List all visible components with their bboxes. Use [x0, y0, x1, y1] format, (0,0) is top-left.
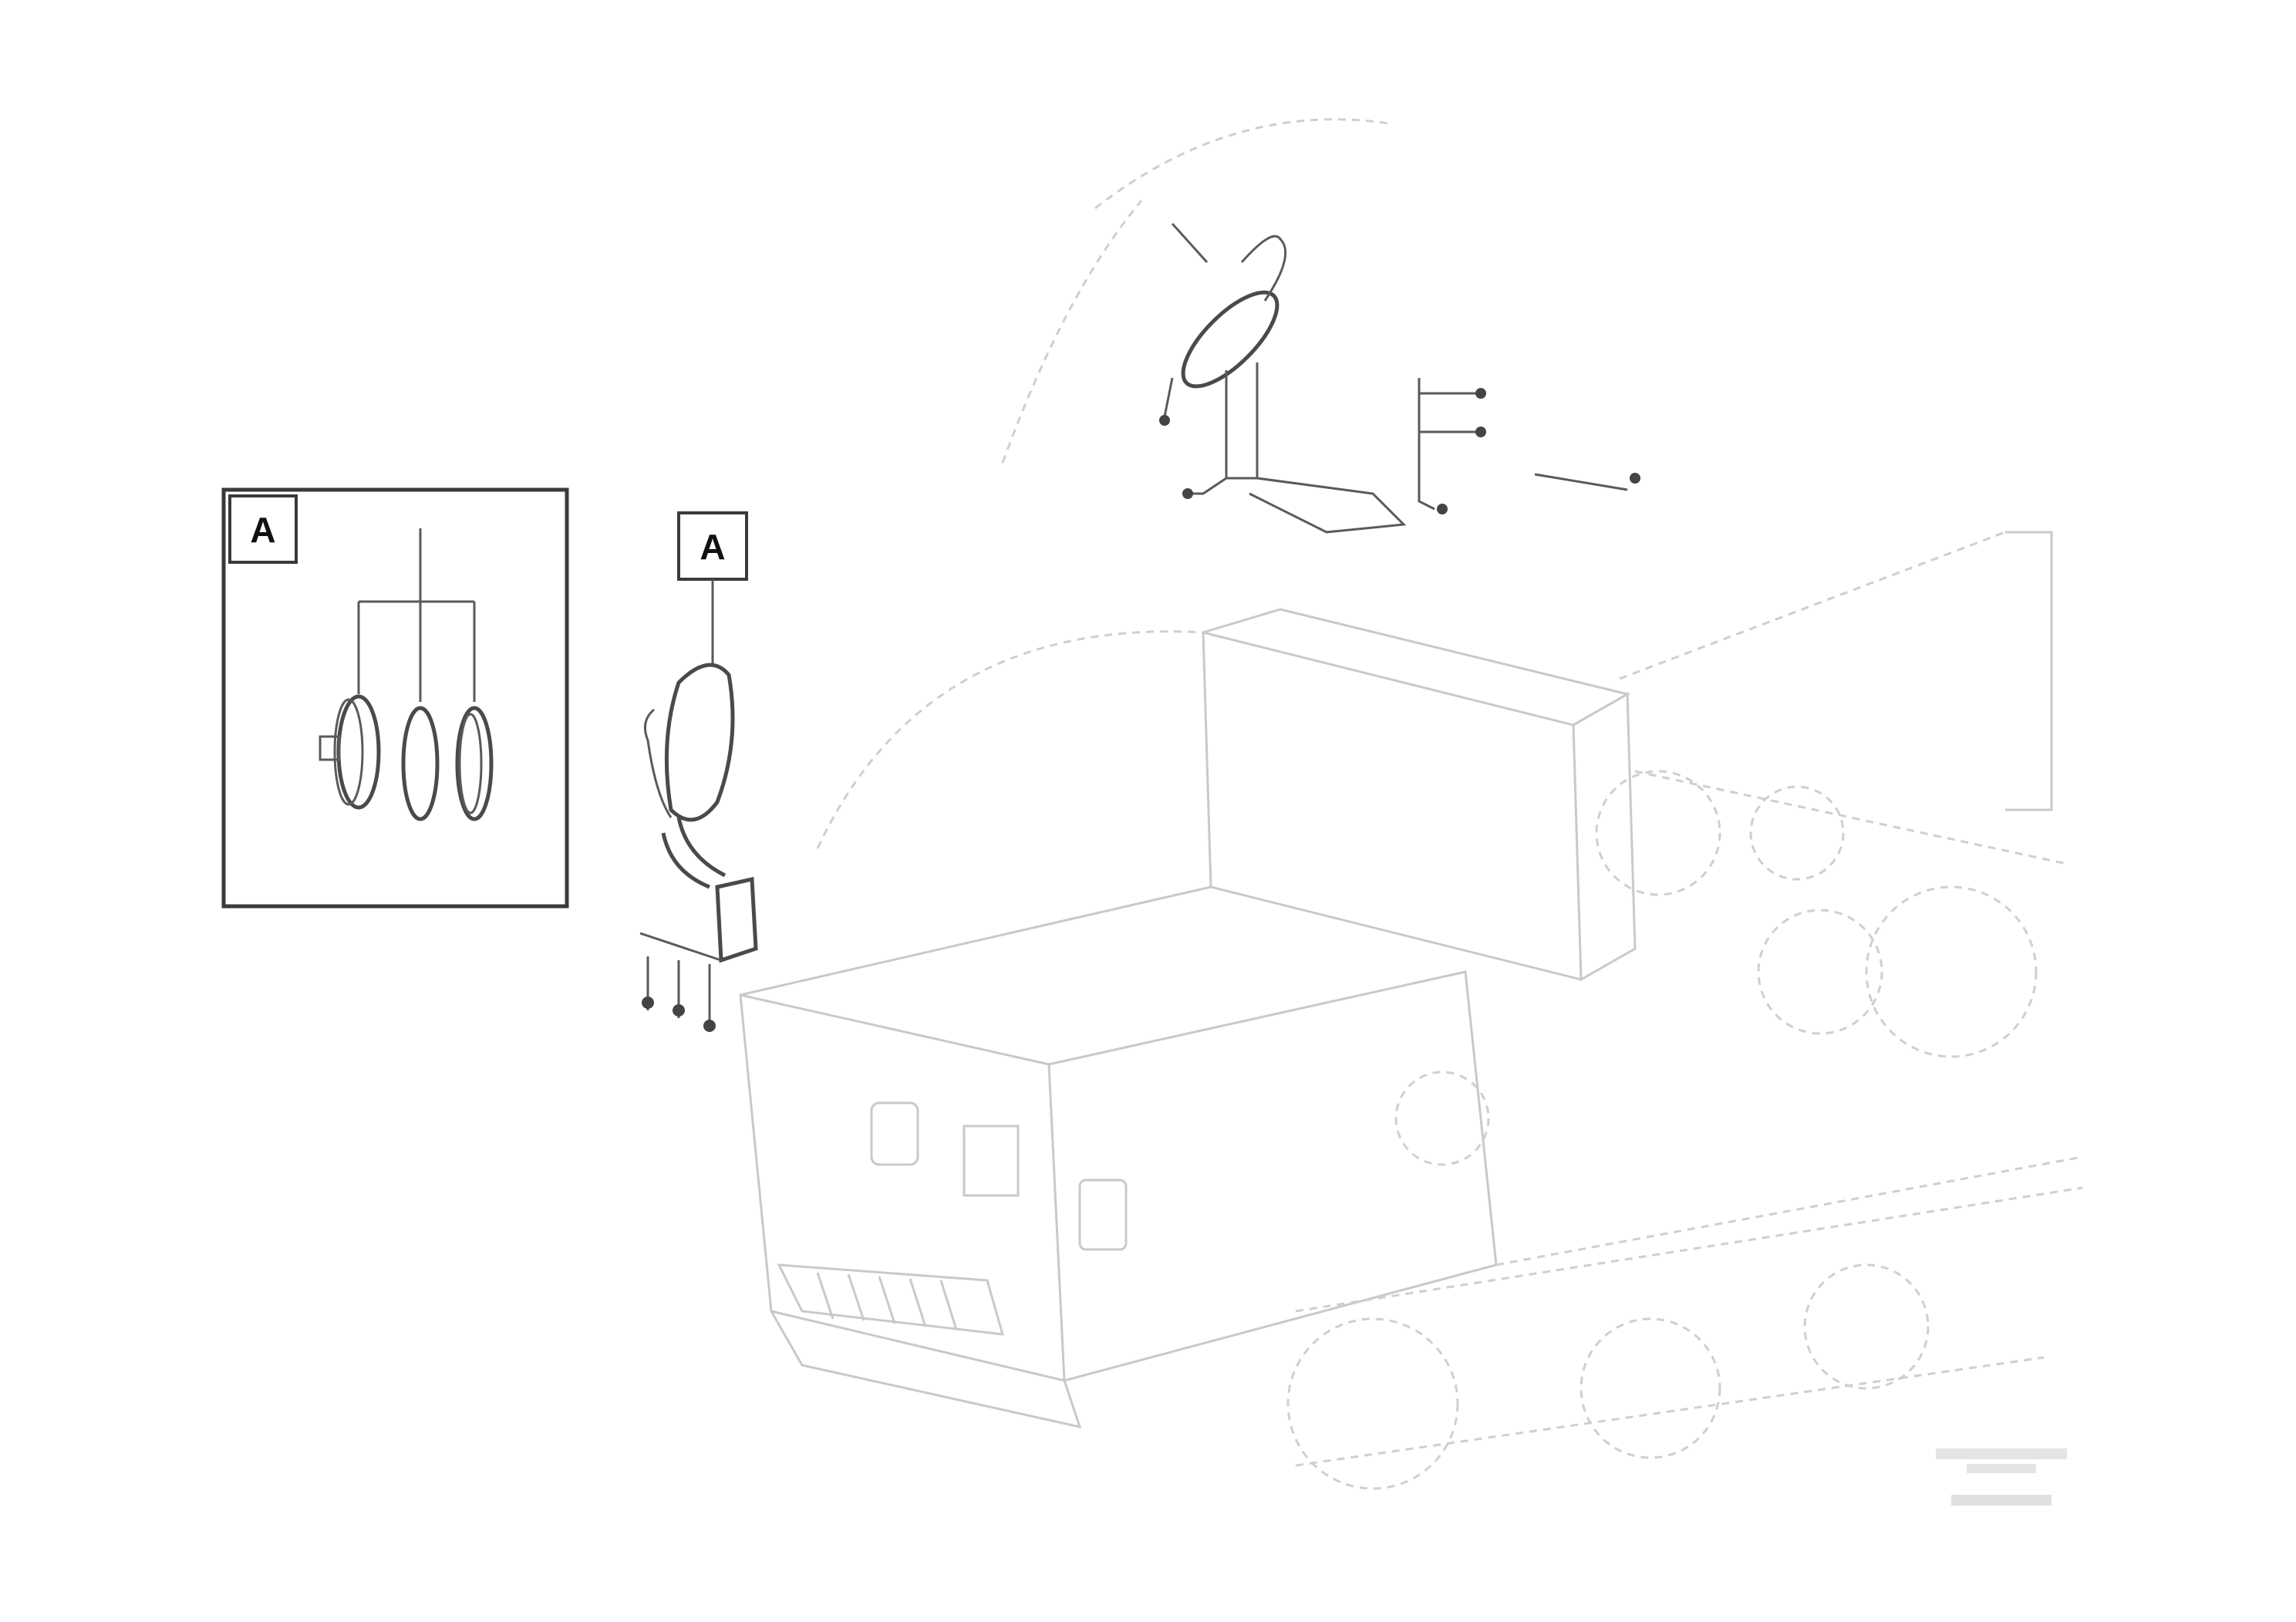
mirror-glass-plate — [401, 706, 440, 821]
detail-a-label: A — [250, 510, 275, 550]
detail-a-label-frame — [228, 494, 298, 564]
mirror-glass-seal — [455, 706, 494, 821]
detail-a-box: A — [221, 487, 569, 909]
machine-body-outline — [739, 118, 2083, 1490]
drawing-code-block — [1936, 1448, 2067, 1506]
callout-a-label: A — [700, 527, 725, 567]
side-mirror-assembly: A — [639, 511, 758, 1032]
upper-mirror-assembly — [1159, 222, 1640, 534]
callout-a-label-frame — [677, 511, 748, 581]
